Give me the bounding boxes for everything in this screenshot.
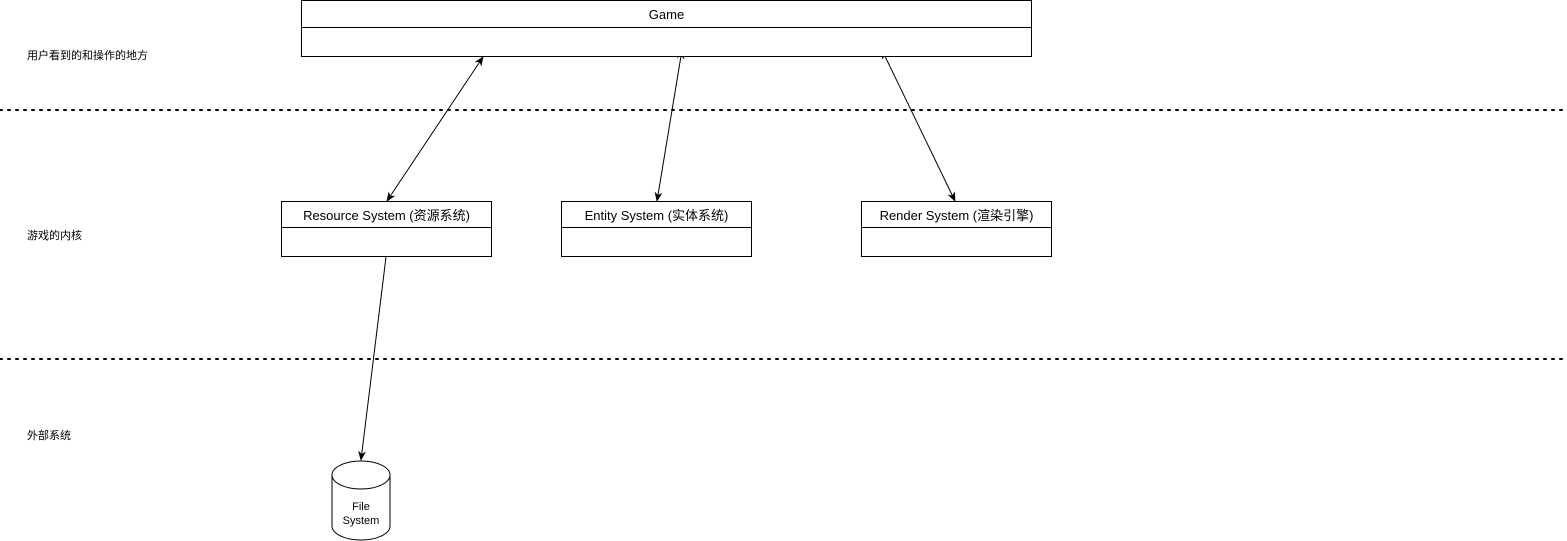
file-system-label-line2: System bbox=[342, 515, 380, 527]
edge-resource-game bbox=[386, 56, 484, 202]
layer-label-external: 外部系统 bbox=[27, 429, 71, 442]
resource-system-title: Resource System (资源系统) bbox=[282, 202, 491, 228]
layer-label-user: 用户看到的和操作的地方 bbox=[27, 49, 148, 62]
edge-resource-filesystem bbox=[358, 256, 387, 461]
file-system-database bbox=[331, 460, 391, 541]
render-system-box[interactable]: Render System (渲染引擎) bbox=[861, 201, 1052, 257]
layer-label-core: 游戏的内核 bbox=[27, 229, 82, 242]
resource-system-box[interactable]: Resource System (资源系统) bbox=[281, 201, 492, 257]
edge-entity-game bbox=[654, 49, 685, 202]
entity-system-title: Entity System (实体系统) bbox=[562, 202, 751, 228]
file-system-label-line1: File bbox=[352, 501, 370, 513]
game-box-title: Game bbox=[302, 1, 1031, 28]
edge-render-game bbox=[881, 49, 956, 202]
render-system-title: Render System (渲染引擎) bbox=[862, 202, 1051, 228]
file-system-label: File System bbox=[332, 500, 390, 528]
entity-system-box[interactable]: Entity System (实体系统) bbox=[561, 201, 752, 257]
game-box[interactable]: Game bbox=[301, 0, 1032, 57]
